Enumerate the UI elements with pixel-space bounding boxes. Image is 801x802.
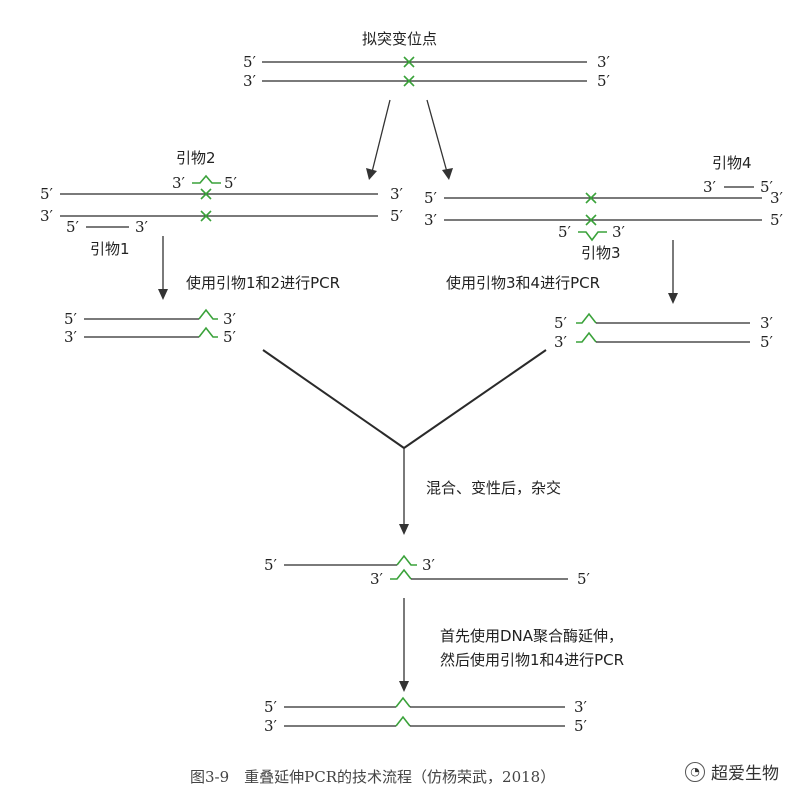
end-label: 5′ (574, 717, 588, 735)
end-label: 3′ (223, 310, 237, 328)
end-label: 5′ (64, 310, 78, 328)
merge-lines (262, 349, 547, 535)
watermark: ◔ 超爱生物 (685, 759, 779, 784)
primer3-label: 引物3 (581, 244, 621, 262)
end-label: 3′ (172, 174, 186, 192)
end-label: 5′ (760, 333, 774, 351)
template-duplex: 拟突变位点 5′ 3′ 3′ 5′ (243, 30, 611, 90)
watermark-text: 超爱生物 (711, 764, 779, 784)
end-label: 5′ (760, 178, 774, 196)
primer4-label: 引物4 (712, 154, 752, 172)
mutation-mark-icon (200, 188, 212, 222)
end-label: 5′ (224, 174, 238, 192)
pcr-left-label: 使用引物1和2进行PCR (186, 274, 340, 292)
end-label: 3′ (64, 328, 78, 346)
end-label: 5′ (66, 218, 80, 236)
mix-label: 混合、变性后，杂交 (426, 479, 561, 497)
extend-label-line2: 然后使用引物1和4进行PCR (440, 651, 624, 669)
end-label: 3′ (370, 570, 384, 588)
primer1-label: 引物1 (90, 240, 130, 258)
pcr-right-label: 使用引物3和4进行PCR (446, 274, 600, 292)
wechat-icon: ◔ (685, 761, 705, 782)
end-label: 3′ (422, 556, 436, 574)
primer2-label: 引物2 (176, 149, 216, 167)
end-label: 5′ (770, 211, 784, 229)
left-reaction: 引物2 3′ 5′ 5′ 3′ 3′ 5′ 5′ 3′ 引物1 使用引物1和2进… (40, 149, 404, 346)
mutation-mark-icon (585, 192, 597, 226)
end-label: 5′ (40, 185, 54, 203)
mutation-mark-icon (403, 56, 415, 87)
split-arrows (366, 99, 453, 180)
mutation-site-label: 拟突变位点 (362, 30, 437, 48)
hybrid-duplex: 5′ 3′ 3′ 5′ (264, 554, 591, 588)
end-label: 3′ (424, 211, 438, 229)
end-label: 5′ (424, 189, 438, 207)
end-label: 5′ (390, 207, 404, 225)
end-label: 3′ (40, 207, 54, 225)
end-label: 5′ (223, 328, 237, 346)
end-label: 3′ (264, 717, 278, 735)
end-label: 5′ (558, 223, 572, 241)
end-label: 3′ (770, 189, 784, 207)
end-label: 3′ (574, 698, 588, 716)
end-label: 5′ (577, 570, 591, 588)
primer3-mismatch (578, 231, 607, 242)
end-label: 3′ (554, 333, 568, 351)
end-label: 3′ (390, 185, 404, 203)
end-label: 5′ (264, 698, 278, 716)
end-label: 5′ (243, 53, 257, 71)
end-label: 5′ (554, 314, 568, 332)
end-label: 3′ (703, 178, 717, 196)
final-product-duplex: 5′ 3′ 3′ 5′ (264, 696, 588, 735)
end-label: 5′ (264, 556, 278, 574)
extend-label-line1: 首先使用DNA聚合酶延伸， (440, 627, 623, 645)
end-label: 3′ (597, 53, 611, 71)
end-label: 3′ (760, 314, 774, 332)
end-label: 5′ (597, 72, 611, 90)
figure-caption: 图3-9 重叠延伸PCR的技术流程（仿杨荣武，2018） (190, 768, 555, 786)
end-label: 3′ (135, 218, 149, 236)
primer2-mismatch (192, 174, 221, 184)
end-label: 3′ (243, 72, 257, 90)
end-label: 3′ (612, 223, 626, 241)
right-reaction: 引物4 3′ 5′ 5′ 3′ 3′ 5′ 5′ 3′ 引物3 使用引物3和4进… (424, 154, 784, 351)
